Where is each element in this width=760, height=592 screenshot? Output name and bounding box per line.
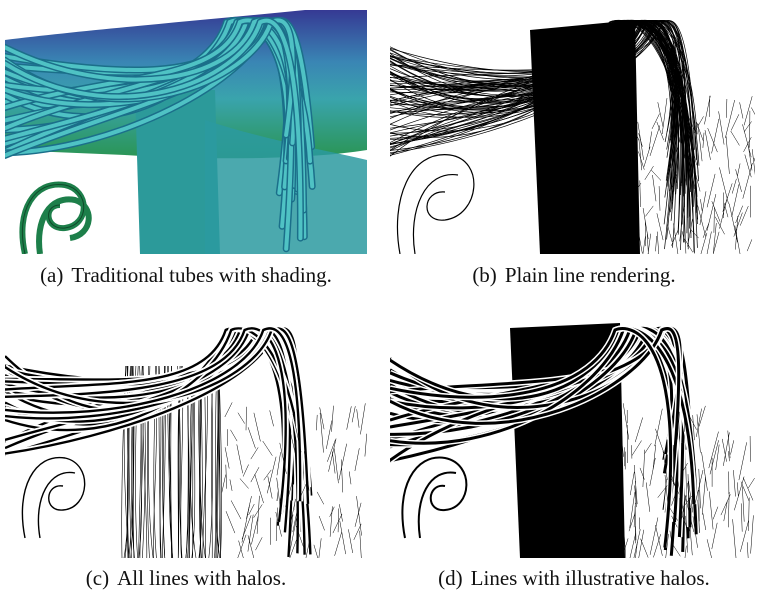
- plain-lines-rendering: [390, 10, 755, 254]
- caption-b-text: Plain line rendering.: [504, 263, 676, 287]
- caption-d-label: (d): [438, 566, 463, 590]
- caption-d: (d) Lines with illustrative halos.: [388, 566, 760, 591]
- caption-a: (a) Traditional tubes with shading.: [0, 263, 372, 288]
- caption-c: (c) All lines with halos.: [0, 566, 372, 591]
- panel-d-image: [390, 318, 755, 558]
- caption-b-label: (b): [472, 263, 497, 287]
- panel-c-image: [5, 318, 367, 558]
- halo-lines-rendering: [5, 318, 367, 558]
- caption-c-text: All lines with halos.: [117, 566, 287, 590]
- tubes-rendering: [5, 10, 367, 254]
- caption-b: (b) Plain line rendering.: [388, 263, 760, 288]
- panel-a-image: [5, 10, 367, 254]
- caption-a-text: Traditional tubes with shading.: [71, 263, 332, 287]
- caption-a-label: (a): [40, 263, 64, 287]
- caption-c-label: (c): [85, 566, 110, 590]
- panel-b-image: [390, 10, 755, 254]
- illustrative-halo-rendering: [390, 318, 755, 558]
- caption-d-text: Lines with illustrative halos.: [470, 566, 710, 590]
